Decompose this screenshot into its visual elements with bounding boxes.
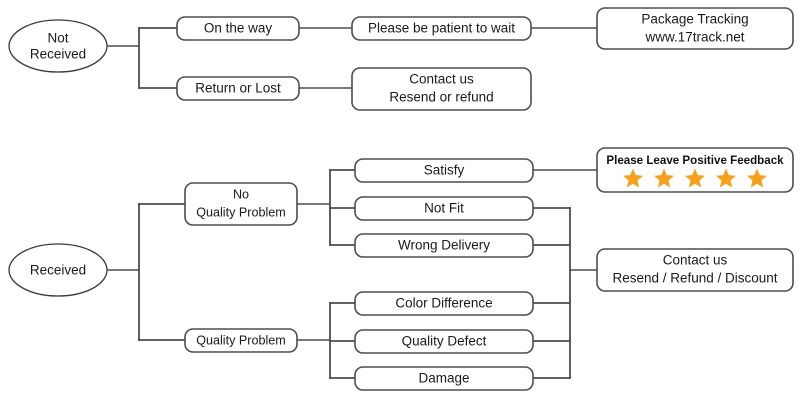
node-damage-label: Damage	[418, 371, 469, 386]
node-quality-problem-label: Quality Problem	[196, 333, 286, 347]
node-damage[interactable]: Damage	[354, 366, 534, 391]
node-no-quality-problem-line2: Quality Problem	[196, 205, 286, 219]
node-no-quality-problem-line1: No	[233, 187, 249, 201]
node-positive-feedback[interactable]: Please Leave Positive Feedback	[596, 147, 794, 193]
node-contact-resend-refund-line1: Contact us	[409, 72, 474, 87]
star-icon[interactable]	[685, 168, 705, 188]
node-positive-feedback-label: Please Leave Positive Feedback	[606, 154, 784, 167]
star-icon[interactable]	[716, 168, 736, 188]
node-quality-defect-label: Quality Defect	[402, 334, 487, 349]
node-contact-resend-refund-line2: Resend or refund	[389, 90, 493, 105]
node-please-be-patient-label: Please be patient to wait	[368, 21, 515, 36]
star-icon[interactable]	[654, 168, 674, 188]
node-quality-problem[interactable]: Quality Problem	[184, 328, 298, 353]
node-return-or-lost[interactable]: Return or Lost	[176, 76, 300, 101]
node-quality-defect[interactable]: Quality Defect	[354, 329, 534, 354]
node-contact-discount-line1: Contact us	[663, 253, 728, 268]
node-color-difference[interactable]: Color Difference	[354, 291, 534, 316]
node-contact-resend-refund-discount[interactable]: Contact us Resend / Refund / Discount	[596, 248, 794, 292]
node-package-tracking-line1: Package Tracking	[641, 12, 748, 27]
node-wrong-delivery-label: Wrong Delivery	[398, 238, 490, 253]
node-please-be-patient[interactable]: Please be patient to wait	[351, 16, 532, 41]
node-contact-discount-line2: Resend / Refund / Discount	[612, 271, 777, 286]
node-not-received-line2: Received	[30, 47, 86, 62]
node-satisfy[interactable]: Satisfy	[354, 158, 534, 183]
node-package-tracking-line2: www.17track.net	[644, 30, 744, 45]
node-received[interactable]: Received	[8, 243, 108, 297]
node-not-received[interactable]: Not Received	[8, 19, 108, 73]
node-package-tracking[interactable]: Package Tracking www.17track.net	[596, 7, 794, 50]
star-icon[interactable]	[623, 168, 643, 188]
node-not-fit[interactable]: Not Fit	[354, 196, 534, 221]
node-no-quality-problem[interactable]: No Quality Problem	[184, 182, 298, 226]
node-wrong-delivery[interactable]: Wrong Delivery	[354, 233, 534, 258]
node-on-the-way[interactable]: On the way	[176, 16, 300, 41]
star-rating[interactable]	[623, 168, 767, 188]
node-not-received-line1: Not	[47, 31, 68, 46]
node-contact-resend-refund[interactable]: Contact us Resend or refund	[351, 67, 532, 111]
node-return-or-lost-label: Return or Lost	[195, 81, 281, 96]
node-received-label: Received	[30, 263, 86, 278]
node-color-difference-label: Color Difference	[395, 296, 492, 311]
node-satisfy-label: Satisfy	[424, 163, 465, 178]
node-not-fit-label: Not Fit	[424, 201, 464, 216]
node-on-the-way-label: On the way	[204, 21, 273, 36]
star-icon[interactable]	[747, 168, 767, 188]
